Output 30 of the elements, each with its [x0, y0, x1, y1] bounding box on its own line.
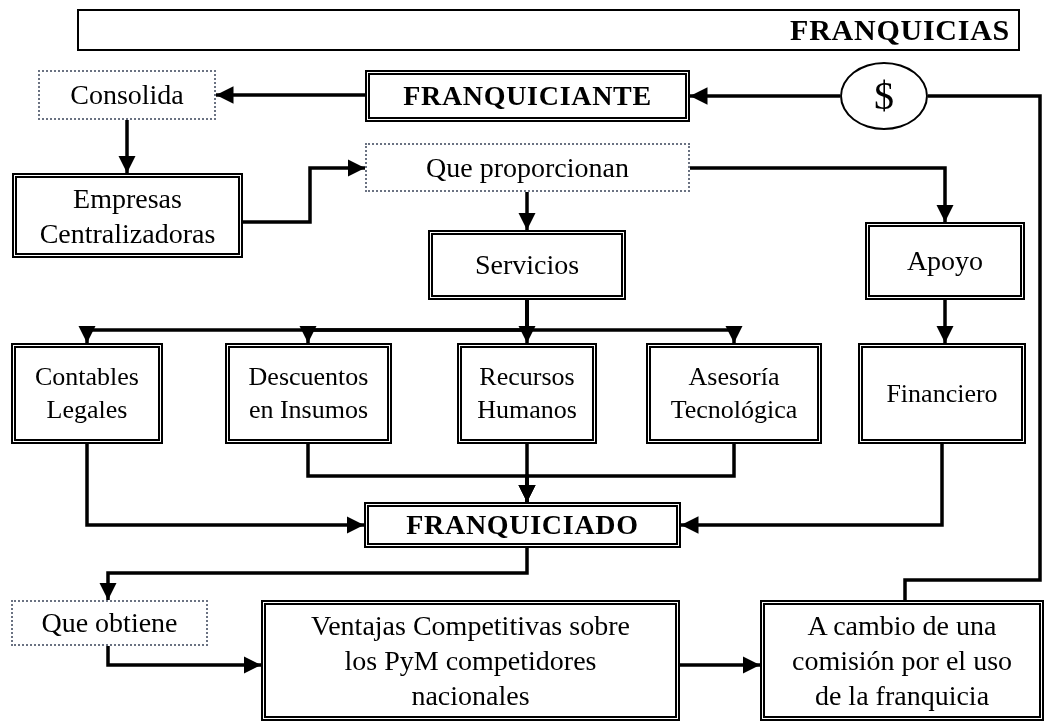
process-box: Asesoría Tecnológica: [646, 343, 822, 444]
title-banner: FRANQUICIAS: [77, 9, 1020, 51]
process-box: Financiero: [858, 343, 1026, 444]
connector-arrow: [99, 548, 529, 600]
connector-arrow: [518, 444, 736, 502]
process-box: Ventajas Competitivas sobre los PyM competidores nacionales: [261, 600, 680, 721]
connector-arrow: [680, 656, 760, 674]
process-box: Que obtiene: [11, 600, 208, 646]
process-box: Que proporcionan: [365, 143, 690, 192]
connector-arrow: [690, 166, 954, 222]
connector-arrow: [118, 120, 136, 173]
process-box: Servicios: [428, 230, 626, 300]
connector-arrow: [85, 444, 364, 534]
process-box: Consolida: [38, 70, 216, 120]
process-box: Descuentos en Insumos: [225, 343, 392, 444]
process-box: Recursos Humanos: [457, 343, 597, 444]
connector-arrow: [690, 87, 840, 105]
process-box: FRANQUICIADO: [364, 502, 681, 548]
connector-arrow: [518, 192, 536, 230]
connector-arrow: [243, 159, 365, 224]
connector-arrow: [106, 646, 261, 674]
money-ellipse: $: [840, 62, 928, 130]
process-box: A cambio de una comisión por el uso de la franquicia: [760, 600, 1044, 721]
connector-arrow: [681, 444, 944, 534]
connector-arrow: [936, 300, 954, 343]
process-box: Apoyo: [865, 222, 1025, 300]
process-box: Empresas Centralizadoras: [12, 173, 243, 258]
process-box: FRANQUICIANTE: [365, 70, 690, 122]
process-box: Contables Legales: [11, 343, 163, 444]
connector-arrow: [216, 86, 365, 104]
